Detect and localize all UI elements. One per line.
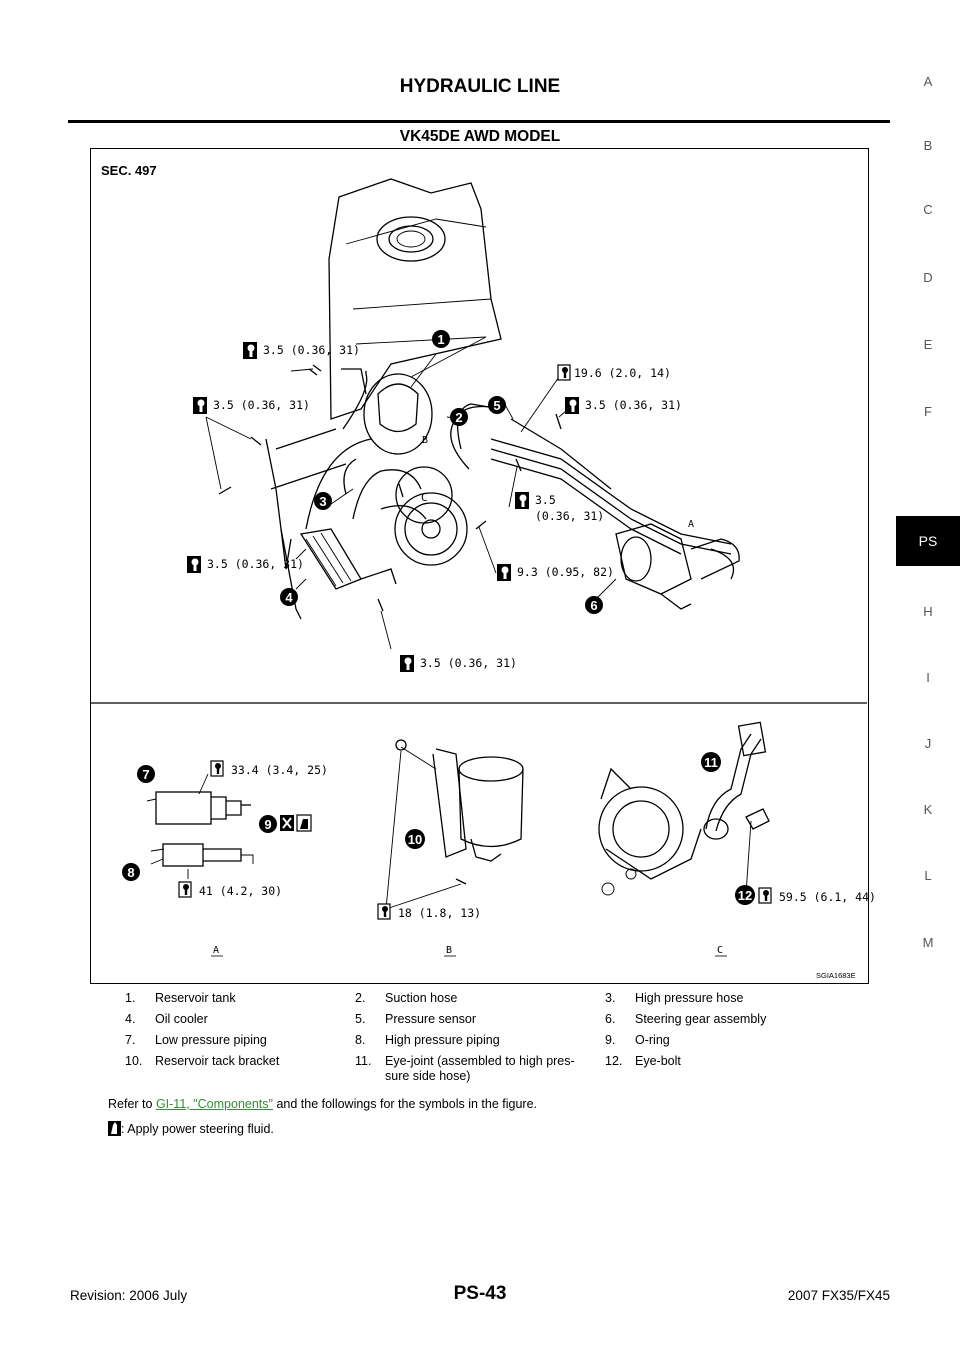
torque-label-7: 9.3 (0.95, 82) — [517, 565, 614, 579]
legend-text: Reservoir tank — [155, 991, 236, 1005]
torque-label-1: 3.5 (0.36, 31) — [263, 343, 360, 357]
legend-text: Oil cooler — [155, 1012, 208, 1026]
legend-row: 7. Low pressure piping 8. High pressure pip… — [125, 1033, 865, 1054]
legend-text: Steering gear assembly — [635, 1012, 767, 1026]
svg-text:3: 3 — [319, 494, 326, 509]
figure-code: SGIA1683E — [816, 971, 856, 980]
torque-label-10: 41 (4.2, 30) — [199, 884, 282, 898]
svg-text:A: A — [688, 519, 694, 530]
sec-number: SEC. 497 — [101, 163, 157, 178]
svg-text:C: C — [717, 945, 723, 956]
callout-3: 3 — [314, 492, 332, 510]
legend-text: Reservoir tack bracket — [155, 1054, 280, 1068]
svg-text:B: B — [422, 435, 428, 446]
callout-1: 1 — [432, 330, 450, 348]
legend-text: Low pressure piping — [155, 1033, 267, 1047]
legend-number: 5. — [355, 1012, 366, 1026]
power-steering-fluid-icon — [108, 1121, 121, 1136]
svg-text:5: 5 — [493, 398, 500, 413]
legend-number: 4. — [125, 1012, 136, 1026]
hydraulic-line-diagram: .ln { fill:none; stroke:#000; stroke-wid… — [91, 163, 876, 980]
header-rule — [68, 120, 890, 123]
torque-label-6: 3.5 (0.36, 31) — [207, 557, 304, 571]
legend-number: 3. — [605, 991, 616, 1005]
legend-text: Suction hose — [385, 991, 458, 1005]
legend-number: 2. — [355, 991, 366, 1005]
torque-label-9: 33.4 (3.4, 25) — [231, 763, 328, 777]
torque-label-4: 3.5 (0.36, 31) — [585, 398, 682, 412]
callout-6: 6 — [585, 596, 603, 614]
svg-text:10: 10 — [408, 832, 422, 847]
torque-label-8: 3.5 (0.36, 31) — [420, 656, 517, 670]
view-a-drawing — [146, 773, 254, 879]
callout-8: 8 — [122, 863, 140, 881]
callout-10: 10 — [405, 829, 425, 849]
legend-number: 8. — [355, 1033, 366, 1047]
legend-row: 4. Oil cooler 5. Pressure sensor 6. Steering … — [125, 1012, 865, 1033]
footer-model: 2007 FX35/FX45 — [787, 1288, 890, 1303]
callout-11: 11 — [701, 752, 721, 772]
torque-label-3: 19.6 (2.0, 14) — [574, 366, 671, 380]
legend-text: Eye-joint (assembled to high pres-sure s… — [385, 1054, 575, 1083]
legend-text: O-ring — [635, 1033, 670, 1047]
page-number: PS-43 — [453, 1283, 507, 1304]
view-label-a: A — [211, 945, 223, 957]
legend-text: High pressure hose — [635, 991, 744, 1005]
hydraulic-line-figure: .ln { fill:none; stroke:#000; stroke-wid… — [90, 148, 876, 984]
legend-text: High pressure piping — [385, 1033, 500, 1047]
svg-text:1: 1 — [437, 332, 444, 347]
callout-2: 2 — [450, 408, 468, 426]
callout-7: 7 — [137, 765, 155, 783]
view-label-c: C — [715, 945, 727, 957]
torque-label-5a: 3.5 — [535, 493, 556, 507]
svg-text:11: 11 — [704, 755, 718, 770]
torque-label-2: 3.5 (0.36, 31) — [213, 398, 310, 412]
callout-4: 4 — [280, 588, 298, 606]
legend-text: Eye-bolt — [635, 1054, 681, 1068]
page-header-title: HYDRAULIC LINE — [399, 76, 561, 97]
torque-label-11: 18 (1.8, 13) — [398, 906, 481, 920]
side-tab-ps[interactable]: PS — [896, 516, 960, 566]
legend-number: 10. — [125, 1054, 143, 1068]
svg-text:B: B — [446, 945, 452, 956]
legend-number: 1. — [125, 991, 136, 1005]
components-link[interactable]: GI-11, "Components" — [155, 1097, 273, 1111]
svg-text:4: 4 — [285, 590, 293, 605]
svg-text:A: A — [213, 945, 219, 956]
svg-text:8: 8 — [127, 865, 134, 880]
view-b-drawing — [385, 739, 524, 910]
legend-row: 1. Reservoir tank 2. Suction hose 3. High pre… — [125, 991, 865, 1012]
torque-label-12: 59.5 (6.1, 44) — [779, 890, 876, 904]
parts-legend: 1. Reservoir tank 2. Suction hose 3. High pre… — [125, 991, 865, 1090]
footer-revision: Revision: 2006 July — [70, 1288, 188, 1303]
callout-5: 5 — [488, 396, 506, 414]
legend-number: 9. — [605, 1033, 616, 1047]
legend-number: 11. — [355, 1054, 372, 1068]
torque-label-5b: (0.36, 31) — [535, 509, 604, 523]
view-label-b: B — [444, 945, 456, 957]
view-c-drawing — [598, 721, 770, 896]
legend-row: 10. Reservoir tack bracket 11. Eye-joint (a… — [125, 1054, 865, 1090]
legend-number: 7. — [125, 1033, 136, 1047]
svg-text:12: 12 — [738, 888, 752, 903]
legend-number: 6. — [605, 1012, 616, 1026]
svg-text:9: 9 — [264, 817, 271, 832]
svg-text:2: 2 — [455, 410, 462, 425]
section-title: VK45DE AWD MODEL — [399, 128, 561, 145]
legend-text: Pressure sensor — [385, 1012, 477, 1026]
svg-text:7: 7 — [142, 767, 149, 782]
o-ring-symbols — [280, 814, 312, 832]
callout-9: 9 — [259, 815, 277, 833]
legend-number: 12. — [605, 1054, 623, 1068]
svg-text:6: 6 — [590, 598, 597, 613]
reference-note: Refer to GI-11, "Components" and the fol… — [108, 1097, 538, 1111]
svg-text:C: C — [421, 491, 428, 504]
callout-12: 12 — [735, 885, 755, 905]
symbol-note: : Apply power steering fluid. — [108, 1121, 274, 1136]
